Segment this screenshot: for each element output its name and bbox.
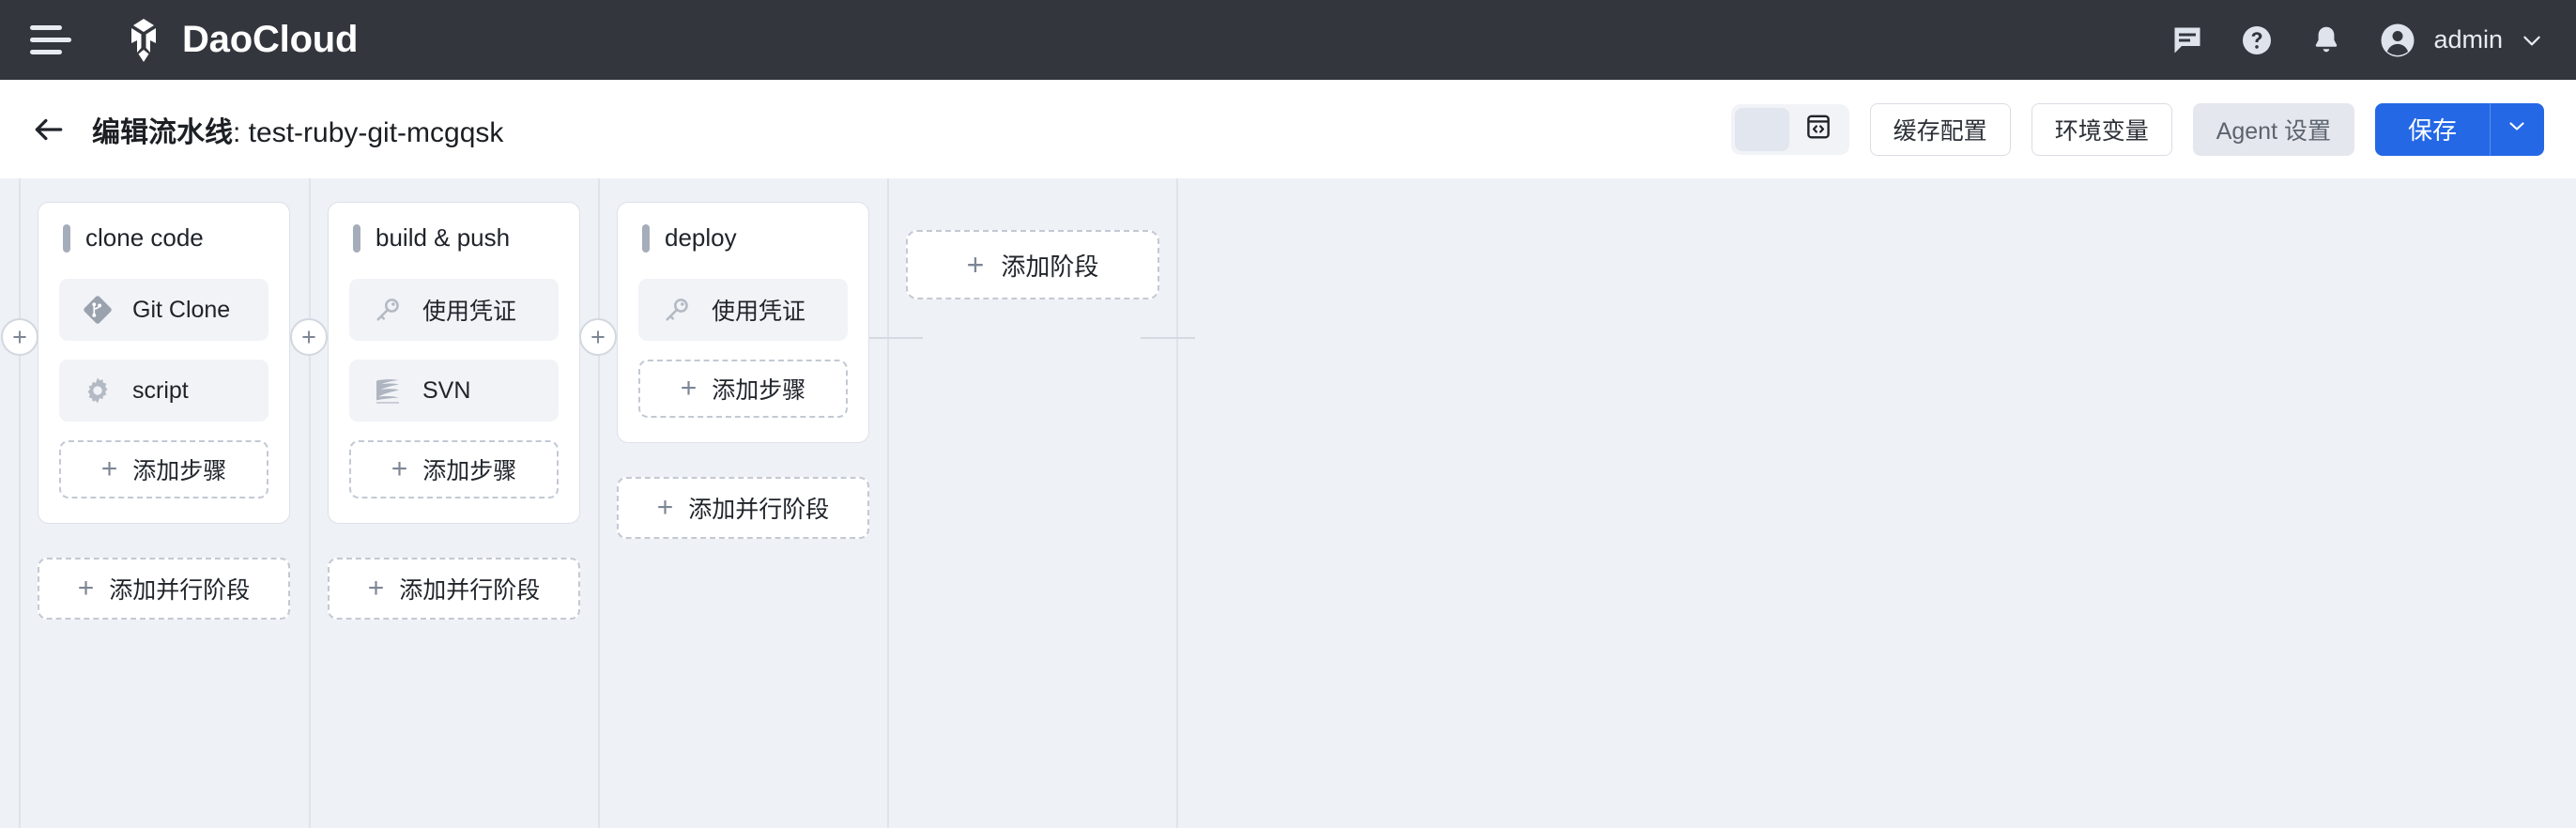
add-step-button[interactable]: + 添加步骤 [59, 440, 268, 498]
add-step-label: 添加步骤 [132, 458, 227, 484]
pipeline-step[interactable]: SVN [349, 360, 559, 422]
plus-icon: + [680, 373, 698, 404]
key-icon [661, 294, 693, 326]
stage-column: clone code Git Clone [38, 178, 290, 620]
page-title-separator: : [233, 116, 249, 148]
pipeline-name: test-ruby-git-mcgqsk [248, 116, 504, 148]
step-label: 使用凭证 [712, 299, 806, 325]
insert-stage-between-button[interactable] [290, 318, 328, 356]
page-title: 编辑流水线: test-ruby-git-mcgqsk [92, 109, 503, 150]
bell-icon[interactable] [2308, 22, 2345, 59]
stage-column: build & push 使用凭证 [328, 178, 580, 620]
insert-stage-between-button[interactable] [579, 318, 617, 356]
stage-column: deploy 使用凭证 + 添加步骤 [617, 178, 869, 539]
daocloud-cube-icon [122, 18, 165, 63]
add-parallel-stage-label: 添加并行阶段 [109, 577, 251, 604]
code-window-icon [1804, 113, 1832, 146]
stage-header: build & push [349, 223, 559, 253]
plus-icon: + [391, 453, 408, 484]
env-vars-button[interactable]: 环境变量 [2031, 102, 2172, 156]
step-label: Git Clone [132, 296, 231, 323]
column-divider [309, 178, 311, 828]
cache-config-button[interactable]: 缓存配置 [1869, 102, 2011, 156]
gear-icon [82, 375, 114, 406]
stage-name: deploy [665, 223, 737, 252]
column-divider [887, 178, 889, 828]
stage-connector-line [1141, 337, 1195, 339]
column-divider [19, 178, 21, 828]
hamburger-line [30, 25, 62, 30]
user-name: admin [2433, 25, 2503, 54]
brand-name: DaoCloud [182, 19, 359, 60]
column-divider [1176, 178, 1178, 828]
brand-logo-group[interactable]: DaoCloud [122, 18, 358, 63]
step-label: script [132, 376, 189, 404]
stage-accent-bar [642, 223, 650, 253]
user-menu[interactable]: admin [2379, 22, 2544, 59]
column-divider [598, 178, 600, 828]
add-step-button[interactable]: + 添加步骤 [349, 440, 559, 498]
add-step-label: 添加步骤 [422, 458, 517, 484]
view-mode-toggle[interactable] [1730, 103, 1849, 155]
plus-icon: + [966, 248, 985, 282]
plus-icon: + [367, 573, 385, 604]
git-icon [82, 294, 114, 326]
plus-icon: + [77, 573, 95, 604]
agent-settings-button[interactable]: Agent 设置 [2192, 102, 2354, 156]
hamburger-menu-icon[interactable] [26, 16, 75, 65]
plus-icon: + [656, 492, 674, 523]
top-navigation-bar: DaoCloud [0, 0, 2576, 80]
add-parallel-stage-label: 添加并行阶段 [399, 577, 541, 604]
stage-header: clone code [59, 223, 268, 253]
insert-stage-before-button[interactable] [1, 318, 38, 356]
save-button-group: 保存 [2374, 102, 2544, 156]
pipeline-step[interactable]: 使用凭证 [638, 279, 848, 341]
avatar [2379, 22, 2416, 59]
stage-card[interactable]: clone code Git Clone [38, 202, 290, 524]
stage-card[interactable]: deploy 使用凭证 + 添加步骤 [617, 202, 869, 443]
save-dropdown-button[interactable] [2490, 102, 2544, 156]
code-view-toggle[interactable] [1791, 108, 1846, 151]
svn-icon [372, 375, 404, 406]
help-icon[interactable] [2238, 22, 2276, 59]
key-icon [372, 294, 404, 326]
stage-header: deploy [638, 223, 848, 253]
message-icon[interactable] [2169, 22, 2206, 59]
pipeline-step[interactable]: Git Clone [59, 279, 268, 341]
stage-accent-bar [353, 223, 360, 253]
add-stage-column: + 添加阶段 [906, 178, 1159, 299]
hamburger-line [30, 38, 71, 42]
page-title-prefix: 编辑流水线 [92, 116, 233, 148]
stage-connector-line [868, 337, 923, 339]
hamburger-line [30, 50, 62, 54]
pipeline-step[interactable]: 使用凭证 [349, 279, 559, 341]
add-parallel-stage-label: 添加并行阶段 [688, 497, 830, 523]
stage-name: clone code [85, 223, 204, 252]
pipeline-step[interactable]: script [59, 360, 268, 422]
save-button[interactable]: 保存 [2374, 102, 2490, 156]
subheader-actions: 缓存配置 环境变量 Agent 设置 保存 [1730, 102, 2544, 156]
add-step-button[interactable]: + 添加步骤 [638, 360, 848, 418]
step-label: SVN [422, 376, 471, 404]
stage-name: build & push [376, 223, 511, 252]
add-stage-button[interactable]: + 添加阶段 [906, 230, 1159, 299]
chevron-down-icon [2506, 115, 2528, 144]
step-label: 使用凭证 [422, 299, 517, 325]
back-arrow-icon[interactable] [28, 109, 69, 150]
stage-accent-bar [63, 223, 70, 253]
add-stage-label: 添加阶段 [1001, 252, 1099, 281]
page-subheader: 编辑流水线: test-ruby-git-mcgqsk 缓存配置 环境变量 Ag… [0, 80, 2576, 178]
visual-view-toggle[interactable] [1734, 107, 1789, 151]
add-parallel-stage-button[interactable]: + 添加并行阶段 [38, 558, 290, 620]
stage-card[interactable]: build & push 使用凭证 [328, 202, 580, 524]
add-parallel-stage-button[interactable]: + 添加并行阶段 [328, 558, 580, 620]
chevron-down-icon[interactable] [2520, 28, 2544, 53]
add-parallel-stage-button[interactable]: + 添加并行阶段 [617, 477, 869, 539]
pipeline-canvas[interactable]: clone code Git Clone [0, 178, 2576, 828]
plus-icon: + [100, 453, 118, 484]
topnav-actions: admin [2169, 22, 2544, 59]
add-step-label: 添加步骤 [712, 377, 806, 404]
